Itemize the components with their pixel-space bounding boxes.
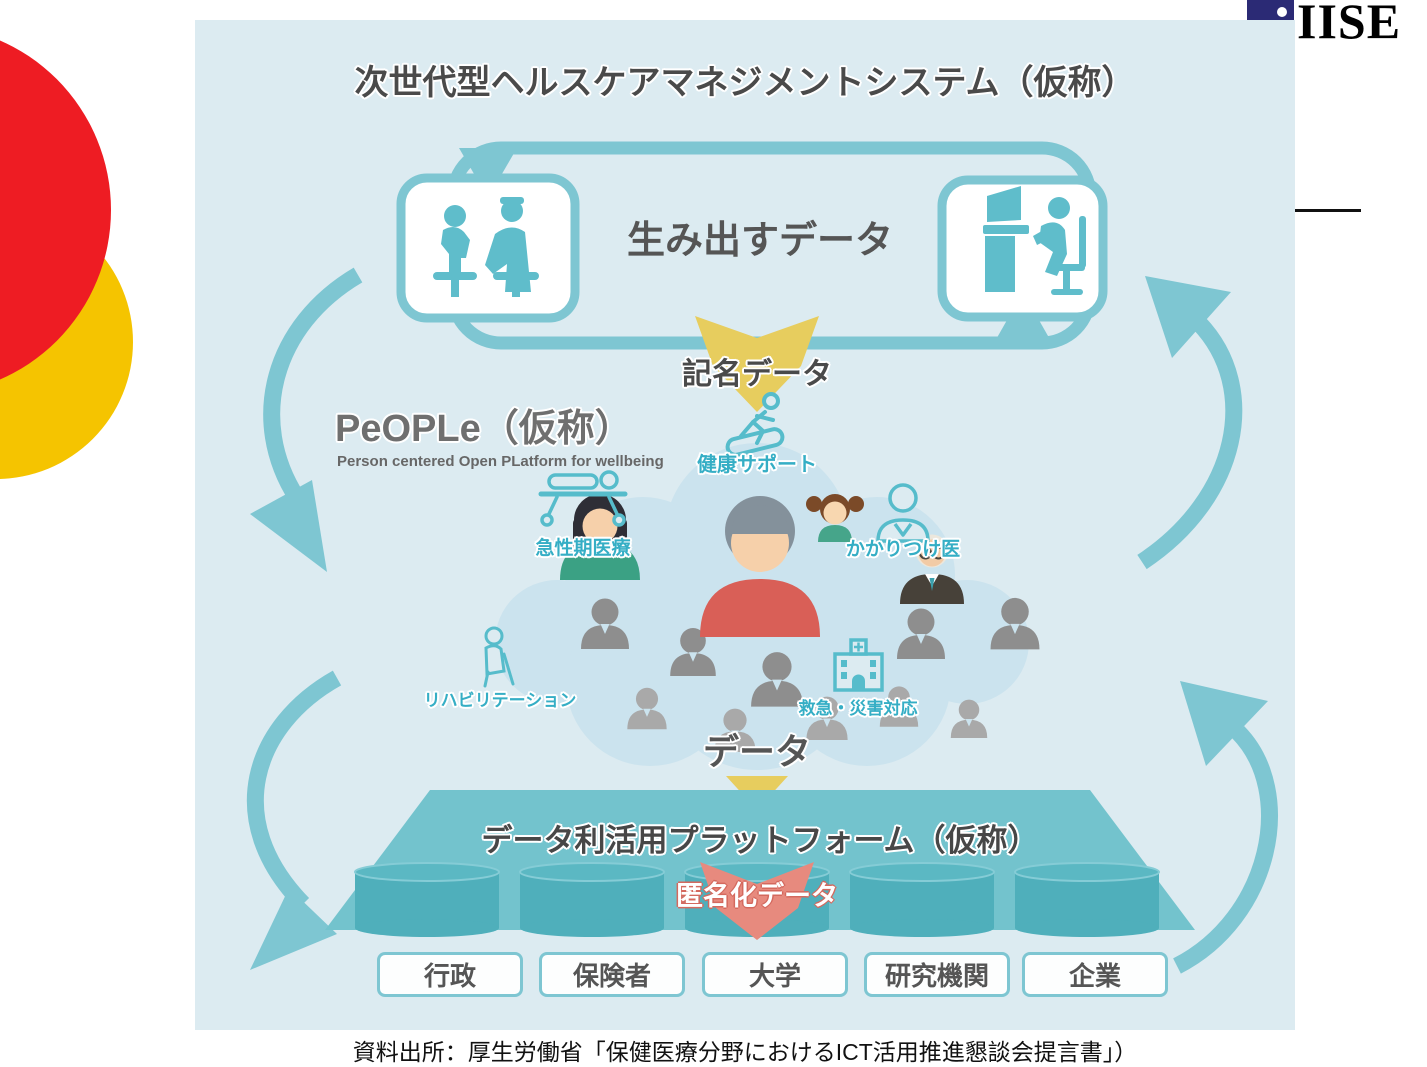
consumer-box-university: 大学 [702, 952, 848, 997]
generated-data-label: 生み出すデータ [626, 220, 893, 262]
family-doctor-icon [876, 483, 930, 543]
consumer-box-enterprise: 企業 [1022, 952, 1168, 997]
consumer-box-research: 研究機関 [864, 952, 1010, 997]
cycle-arrow-bottom-left [246, 670, 342, 970]
iise-logo-text: IISE [1297, 0, 1402, 49]
consumer-box-government: 行政 [377, 952, 523, 997]
person-man-center [700, 496, 820, 637]
page-title: 次世代型ヘルスケアマネジメントシステム（仮称） [354, 64, 1136, 102]
stretcher-icon [538, 470, 628, 527]
platform-title: データ利活用プラットフォーム（仮称） [481, 823, 1039, 858]
anonymized-data-arrow [700, 862, 814, 940]
named-data-arrow [695, 316, 819, 412]
service-label-family-doctor: かかりつけ医 [845, 539, 961, 560]
consumer-label: 保険者 [572, 961, 651, 991]
cycle-arrow-bottom-right [1173, 681, 1278, 974]
people-platform-subtitle: Person centered Open PLatform for wellbe… [337, 453, 664, 470]
source-caption: 資料出所：厚生労働省「保健医療分野におけるICT活用推進懇談会提言書」） [352, 1039, 1138, 1065]
doctor-patient-icon [433, 197, 539, 297]
consumer-label: 行政 [423, 961, 476, 991]
computer-user-icon [983, 186, 1086, 295]
person-girl [806, 494, 864, 542]
loop-arrowhead-left [459, 148, 517, 198]
data-label: データ [702, 731, 811, 772]
consumer-box-insurer: 保険者 [539, 952, 685, 997]
person-elder-doctor [900, 534, 964, 604]
service-label-rehabilitation: リハビリテーション [423, 691, 577, 710]
diagram-panel: 次世代型ヘルスケアマネジメントシステム（仮称） 生み出すデータ 記名データ Pe… [195, 20, 1295, 1030]
decorative-line [1293, 209, 1361, 212]
consumer-label: 大学 [748, 961, 801, 991]
anonymized-data-label: 匿名化データ [676, 881, 838, 911]
service-label-health-support: 健康サポート [697, 454, 817, 476]
cycle-arrow-top-left [250, 267, 363, 572]
office-box [937, 175, 1108, 322]
consumer-label: 企業 [1068, 961, 1121, 991]
database-cylinders [354, 862, 1160, 937]
named-data-label: 記名データ [682, 358, 832, 391]
diagram-graphics [246, 141, 1278, 974]
rehab-cane-icon [483, 626, 515, 688]
consumer-label: 研究機関 [884, 961, 989, 991]
clinic-box [396, 173, 580, 323]
service-label-emergency-disaster: 救急・災害対応 [798, 699, 918, 718]
treadmill-runner-icon [725, 392, 785, 457]
people-platform-name: PeOPLe（仮称） [335, 408, 633, 450]
logo-dot-icon [1277, 7, 1287, 17]
hospital-icon [833, 638, 884, 692]
cycle-arrow-top-right [1137, 276, 1243, 570]
service-label-acute-care: 急性期医療 [535, 538, 631, 559]
